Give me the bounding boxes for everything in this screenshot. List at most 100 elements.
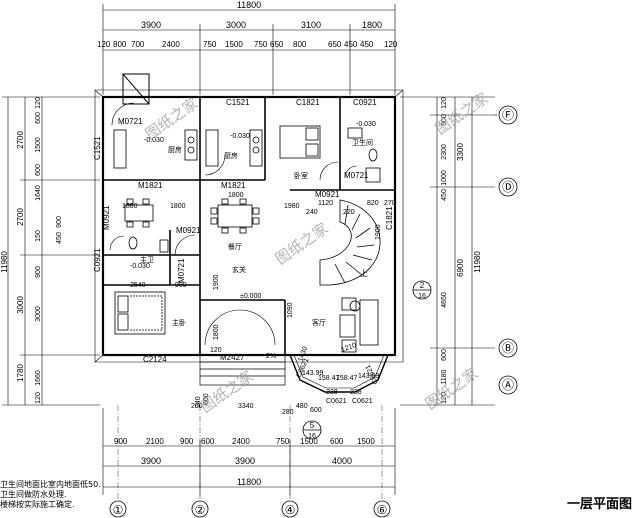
svg-text:158.47: 158.47 (336, 375, 358, 382)
room-master-bedroom: 主卧 (172, 318, 186, 327)
note-2: 卫生间做防水处理. (0, 490, 67, 499)
axis-1: ① (113, 503, 124, 517)
door-m0921-c: M0921 (102, 205, 111, 230)
right-dimension-lines (400, 96, 495, 406)
room-living: 客厅 (312, 318, 326, 327)
svg-text:图纸之家: 图纸之家 (272, 219, 331, 268)
bed-bedroom (279, 125, 321, 159)
top-detail-1: 800 (113, 40, 127, 49)
svg-text:1900: 1900 (213, 274, 220, 290)
svg-text:143.99: 143.99 (358, 373, 380, 380)
svg-text:120: 120 (441, 97, 448, 109)
svg-text:3340: 3340 (238, 403, 254, 410)
svg-text:900: 900 (175, 282, 187, 289)
section-2-sheet: 16 (418, 293, 426, 300)
svg-text:1660: 1660 (35, 370, 42, 386)
svg-text:238: 238 (326, 389, 338, 396)
front-steps (199, 354, 286, 386)
svg-text:220: 220 (343, 209, 355, 216)
axis-4: ④ (285, 503, 296, 517)
top-dim-3100: 3100 (301, 20, 321, 30)
svg-text:820: 820 (367, 200, 379, 207)
svg-text:600: 600 (441, 114, 448, 126)
svg-text:1500: 1500 (300, 437, 318, 446)
door-m0721-c: M0721 (177, 258, 186, 283)
bottom-detail-dims: 900 2100 900 600 2400 750 1500 600 1500 (114, 437, 375, 446)
drawing-title: 一层平面图 (566, 497, 632, 512)
top-detail-3: 2400 (162, 40, 180, 49)
top-dim-1800: 1800 (362, 20, 382, 30)
svg-text:158.47: 158.47 (318, 375, 340, 382)
svg-text:图纸之家: 图纸之家 (422, 364, 481, 413)
axis-F: Ⓕ (502, 108, 514, 122)
svg-text:600: 600 (35, 164, 42, 176)
room-foyer: 玄关 (232, 265, 246, 274)
svg-text:600: 600 (330, 437, 344, 446)
top-detail-12: 120 (384, 40, 398, 49)
bottom-dim-3900a: 3900 (141, 456, 161, 466)
top-detail-5: 1500 (225, 40, 243, 49)
room-dining: 餐厅 (228, 242, 242, 251)
axis-A: Ⓐ (502, 378, 514, 392)
window-c2124: C2124 (143, 355, 167, 364)
window-c0921-a: C0921 (353, 98, 377, 107)
left-dimension-lines (2, 96, 100, 406)
top-total-dim: 11800 (237, 0, 261, 10)
level-master-bath: -0.030 (130, 263, 150, 270)
svg-text:280: 280 (282, 409, 294, 416)
door-m0921-a: M0921 (315, 190, 340, 199)
svg-text:1120: 1120 (318, 200, 333, 207)
svg-text:270: 270 (384, 200, 396, 207)
svg-text:1500: 1500 (35, 137, 42, 153)
right-dim-0: 3300 (456, 143, 465, 161)
bottom-dim-3900b: 3900 (235, 456, 255, 466)
section-5-num: 5 (310, 421, 315, 430)
svg-text:1800: 1800 (170, 203, 186, 210)
top-dimension-lines (102, 4, 396, 95)
section-2-num: 2 (420, 281, 425, 290)
svg-text:图纸之家: 图纸之家 (142, 94, 201, 143)
dining-table-main (210, 198, 260, 234)
svg-text:2400: 2400 (232, 437, 250, 446)
svg-text:1980: 1980 (284, 203, 300, 210)
svg-text:600: 600 (203, 393, 210, 405)
top-detail-dims: 120 800 700 2400 750 1500 750 650 800 65… (97, 40, 398, 49)
svg-text:1640: 1640 (35, 185, 42, 201)
window-c0621-b: C0621 (352, 398, 373, 405)
level-kitchen: -0.030 (144, 137, 164, 144)
level-foyer: ±0.000 (240, 293, 261, 300)
svg-text:240: 240 (195, 396, 202, 408)
top-detail-10: 450 (344, 40, 358, 49)
section-marker-2 (412, 280, 432, 300)
left-dim-0: 2700 (16, 131, 25, 149)
top-detail-6: 750 (254, 40, 268, 49)
svg-text:480: 480 (296, 403, 308, 410)
bay-window (289, 354, 389, 393)
right-dim-1: 6900 (456, 259, 465, 277)
svg-text:600: 600 (441, 349, 448, 361)
interior-walls (103, 97, 395, 355)
top-detail-11: 450 (360, 40, 374, 49)
top-detail-9: 650 (328, 40, 342, 49)
svg-text:1800: 1800 (213, 324, 220, 340)
door-m1821-a: M1821 (138, 181, 163, 190)
door-m0721-b: M0721 (344, 171, 369, 180)
sofa-set (339, 297, 379, 353)
left-dim-2: 3000 (16, 296, 25, 314)
door-m2427: M2427 (220, 353, 245, 362)
top-detail-8: 800 (293, 40, 307, 49)
row-axis-bubbles (495, 105, 518, 395)
right-detail-dims: 120 600 2300 1000 450 4650 600 1180 120 (441, 97, 448, 404)
notes: 卫生间地面比室内地面低50. 卫生间做防水处理. 楼梯按实际施工确定. (0, 480, 101, 510)
svg-text:4650: 4650 (441, 292, 448, 308)
window-c0621-a: C0621 (326, 398, 347, 405)
axis-B: Ⓑ (502, 341, 514, 355)
chimney (122, 73, 150, 105)
svg-text:900: 900 (114, 437, 128, 446)
svg-text:450: 450 (441, 189, 448, 201)
svg-text:1210: 1210 (340, 342, 357, 354)
top-detail-2: 700 (131, 40, 145, 49)
window-c1521-b: C1521 (226, 98, 250, 107)
svg-text:900: 900 (180, 437, 194, 446)
svg-text:238: 238 (350, 389, 362, 396)
